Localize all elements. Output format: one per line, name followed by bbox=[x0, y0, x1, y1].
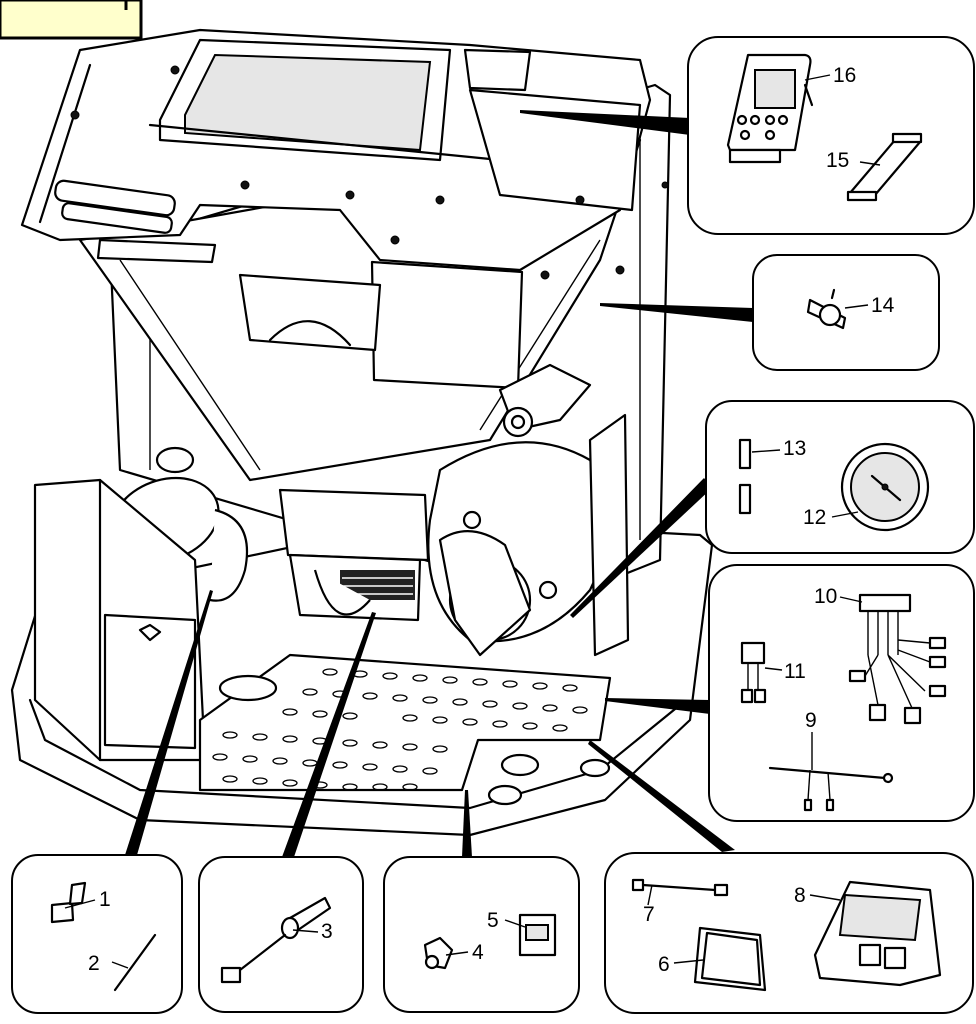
callout-7: 7 bbox=[643, 903, 655, 926]
pressure-switch-part bbox=[423, 936, 454, 970]
callout-8: 8 bbox=[794, 884, 806, 907]
wire-harness-part bbox=[848, 593, 947, 725]
control-board-part bbox=[813, 880, 942, 987]
sleeve-part bbox=[738, 438, 752, 515]
callout-2: 2 bbox=[88, 952, 100, 975]
detail-box-wiring bbox=[708, 564, 975, 822]
callout-numbers: 16 15 14 13 12 10 11 9 8 7 6 5 4 3 1 2 bbox=[88, 64, 895, 976]
floor-perforations bbox=[212, 668, 588, 791]
gauge-part bbox=[840, 442, 930, 532]
detail-box-thumb-nut bbox=[752, 254, 940, 371]
cable-part bbox=[631, 878, 729, 897]
callout-1: 1 bbox=[99, 888, 111, 911]
sensor-lead-part bbox=[768, 766, 894, 812]
detail-box-gaskets bbox=[705, 400, 975, 554]
rocker-switch-part bbox=[518, 913, 557, 957]
callout-16: 16 bbox=[833, 64, 856, 87]
igniter-part bbox=[220, 896, 332, 984]
detail-box-switches bbox=[383, 856, 580, 1013]
ribbon-cable-part bbox=[846, 132, 923, 202]
callout-10: 10 bbox=[814, 585, 837, 608]
probe-rod-part bbox=[113, 933, 157, 992]
callout-6: 6 bbox=[658, 953, 670, 976]
detail-box-control-board bbox=[604, 852, 974, 1014]
callout-9: 9 bbox=[805, 709, 817, 732]
center-bracket bbox=[370, 260, 524, 390]
detail-box-probes bbox=[11, 854, 183, 1014]
corner-tag bbox=[0, 0, 143, 40]
callout-3: 3 bbox=[321, 920, 333, 943]
callout-15: 15 bbox=[826, 149, 849, 172]
main-assembly bbox=[10, 28, 714, 837]
control-keypad-part bbox=[726, 53, 814, 164]
callout-13: 13 bbox=[783, 437, 806, 460]
gasket-part bbox=[693, 926, 767, 992]
leader-wedges bbox=[125, 110, 753, 857]
callout-4: 4 bbox=[472, 941, 484, 964]
thumb-nut-part bbox=[806, 288, 847, 330]
detail-box-control-panel bbox=[687, 36, 975, 235]
burn-pot-housing bbox=[278, 488, 430, 562]
connector-part bbox=[740, 641, 767, 704]
callout-12: 12 bbox=[803, 506, 826, 529]
callout-5: 5 bbox=[487, 909, 499, 932]
perforated-floor bbox=[198, 653, 612, 792]
callout-14: 14 bbox=[871, 294, 895, 317]
detail-box-igniter bbox=[198, 856, 364, 1013]
callout-11: 11 bbox=[784, 660, 806, 683]
